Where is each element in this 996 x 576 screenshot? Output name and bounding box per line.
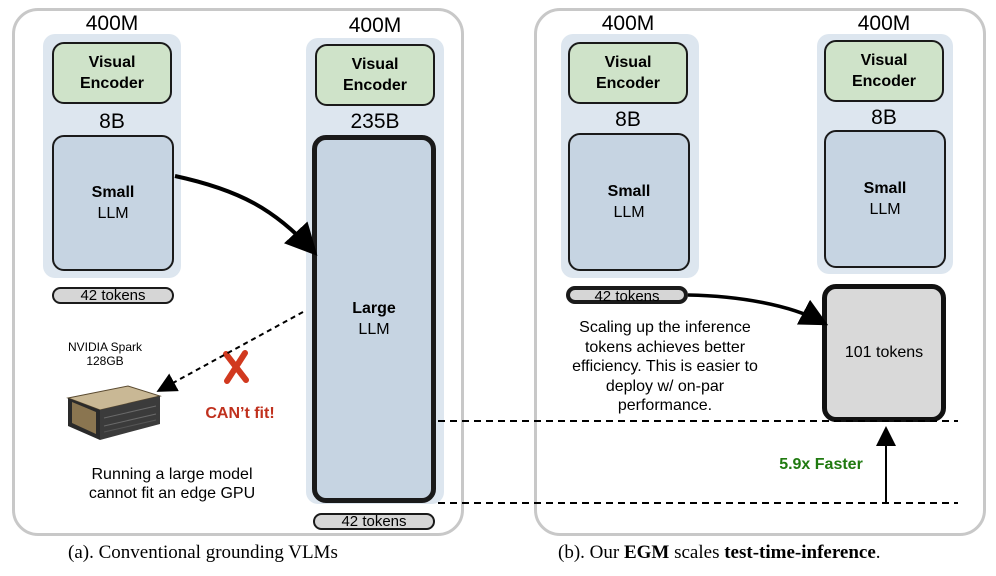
note-line: Scaling up the inference	[579, 319, 751, 336]
a-col2-tokens: 42 tokens	[313, 513, 435, 530]
note-line: tokens achieves better	[584, 338, 746, 356]
caption-b: (b). Our EGM scales test-time-inference.	[558, 542, 881, 564]
gpu-device-icon	[66, 385, 162, 440]
a-col1-llm-size: 8B	[99, 110, 125, 133]
encoder-label: Encoder	[79, 75, 144, 92]
device-name: NVIDIA Spark	[67, 340, 143, 354]
caption-b-suffix: .	[875, 542, 881, 563]
encoder-label: Encoder	[342, 77, 407, 94]
arrow-tokens-scaling	[687, 293, 829, 326]
llm-label: Small	[607, 183, 651, 200]
b-col2-llm-size: 8B	[871, 106, 897, 129]
caption-b-prefix: (b). Our	[558, 542, 624, 563]
caption-b-tti: test-time-inference	[724, 542, 876, 563]
b-col2-encoder-size: 400M	[857, 12, 911, 35]
encoder-label: Visual	[860, 52, 908, 69]
speedup-label: 5.9x Faster	[779, 456, 863, 473]
note-line: Running a large model	[91, 466, 253, 483]
edge-gpu-note: Running a large model cannot fit an edge…	[62, 465, 282, 503]
b-col2-tokens-box: 101 tokens	[822, 284, 946, 422]
a-col2-llm-size: 235B	[350, 110, 400, 133]
encoder-label: Encoder	[851, 73, 916, 90]
b-col1-tokens: 42 tokens	[566, 286, 688, 304]
caption-b-egm: EGM	[623, 542, 670, 563]
device-memory: 128GB	[86, 354, 124, 368]
x-mark-icon	[223, 350, 249, 384]
b-col1-encoder-size: 400M	[601, 12, 655, 35]
llm-label: Large	[352, 300, 396, 317]
scaling-note: Scaling up the inference tokens achieves…	[540, 318, 790, 416]
llm-label: LLM	[613, 204, 645, 221]
llm-label: LLM	[97, 205, 129, 222]
llm-label: LLM	[358, 321, 390, 338]
a-col2-encoder-size: 400M	[348, 14, 402, 37]
llm-label: Small	[91, 184, 135, 201]
encoder-label: Visual	[88, 54, 136, 71]
note-line: performance.	[617, 397, 713, 414]
llm-label: Small	[863, 180, 907, 197]
b-col1-llm-size: 8B	[615, 108, 641, 131]
llm-label: LLM	[869, 201, 901, 218]
arrow-large-llm-to-device	[156, 311, 304, 392]
caption-a: (a). Conventional grounding VLMs	[68, 542, 338, 563]
note-line: cannot fit an edge GPU	[88, 485, 256, 502]
note-line: efficiency. This is easier to	[572, 358, 758, 375]
arrow-small-to-large-llm	[174, 174, 318, 256]
encoder-label: Encoder	[595, 75, 660, 92]
caption-b-middle: scales	[669, 542, 725, 563]
encoder-label: Visual	[351, 56, 399, 73]
a-col1-encoder-size: 400M	[85, 12, 139, 35]
a-col1-tokens: 42 tokens	[52, 287, 174, 304]
encoder-label: Visual	[604, 54, 652, 71]
device-label: NVIDIA Spark 128GB	[50, 340, 160, 368]
note-line: deploy w/ on-par	[605, 377, 725, 395]
cant-fit-label: CAN’t fit!	[205, 405, 275, 422]
